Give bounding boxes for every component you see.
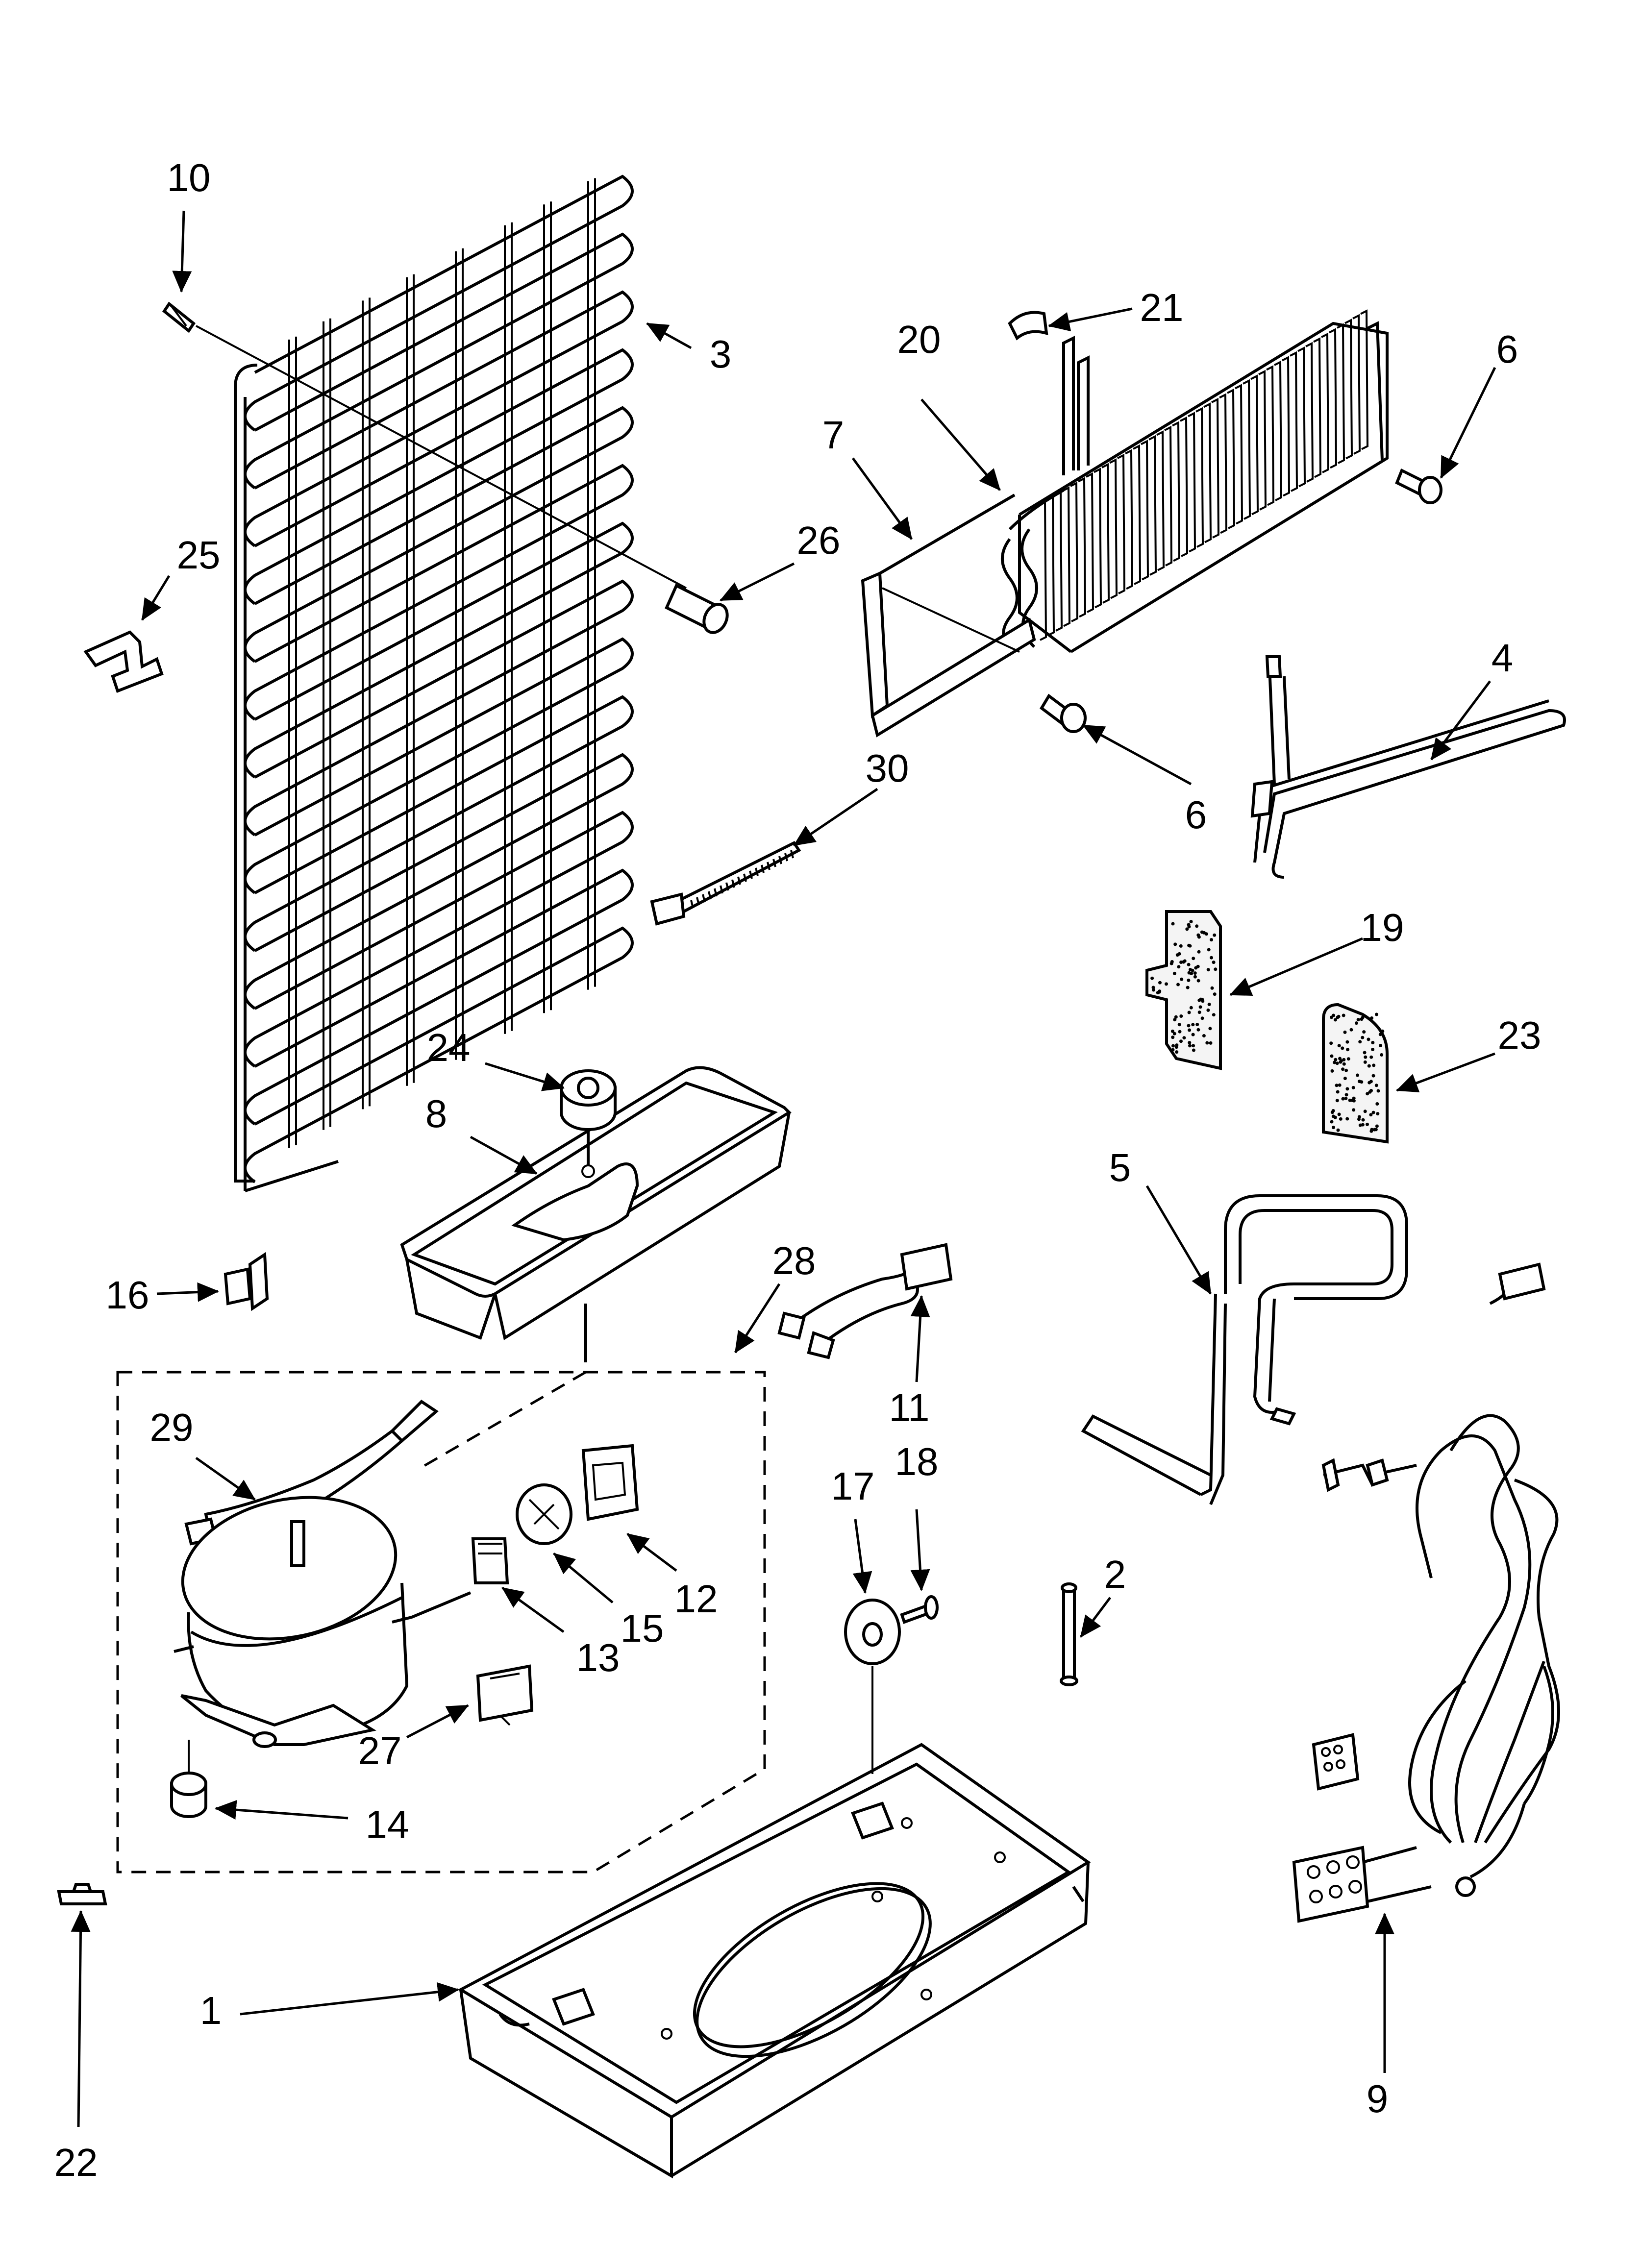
screw-10	[162, 301, 687, 589]
screw-6-lower	[1040, 693, 1087, 733]
callout-6-right: 6	[1496, 327, 1518, 371]
callout-25: 25	[177, 533, 221, 577]
defrost-heater-4	[1250, 655, 1566, 879]
bracket-7	[861, 493, 1036, 738]
callout-4: 4	[1492, 636, 1514, 680]
callout-10: 10	[167, 156, 211, 199]
callout-15: 15	[621, 1606, 664, 1650]
callout-20: 20	[897, 318, 941, 361]
callout-26: 26	[797, 518, 841, 562]
capacitor-27	[476, 1664, 534, 1726]
callout-21: 21	[1140, 286, 1184, 329]
callout-23: 23	[1498, 1013, 1542, 1057]
callout-29: 29	[150, 1405, 194, 1449]
base-pan-1	[457, 1743, 1091, 2179]
clip-21	[1008, 311, 1048, 341]
screw-6-right	[1395, 468, 1442, 504]
relay-13	[471, 1537, 509, 1584]
clip-22	[57, 1883, 107, 1905]
callout-6-lower: 6	[1185, 793, 1207, 837]
callout-13: 13	[576, 1636, 620, 1679]
drain-pan-8	[400, 1066, 792, 1340]
callout-8: 8	[425, 1092, 448, 1135]
callout-24: 24	[427, 1026, 471, 1069]
foam-block-23	[1322, 1003, 1389, 1144]
callout-19: 19	[1361, 906, 1404, 949]
callout-7: 7	[822, 413, 845, 457]
pin-26	[665, 583, 729, 634]
compressor-kit-box	[116, 1353, 766, 1874]
wire-harness-9	[1292, 1262, 1560, 1923]
callout-22: 22	[54, 2141, 98, 2184]
harness-11	[777, 1243, 953, 1359]
bracket-25	[83, 630, 164, 693]
foam-block-19	[1145, 910, 1222, 1070]
callout-9: 9	[1367, 2077, 1389, 2120]
callout-labels: 1 2 3 4 5 6 6 7 8 9 10 11 12 13 14 15 16…	[54, 156, 1542, 2184]
callout-14: 14	[366, 1802, 409, 1846]
cable-tie-30	[650, 841, 801, 926]
tube-5	[1081, 1194, 1408, 1505]
grommet-24	[560, 1069, 617, 1131]
grommet-14	[170, 1740, 207, 1818]
callout-27: 27	[358, 1729, 402, 1773]
callout-28: 28	[772, 1239, 816, 1282]
condenser-coil	[234, 174, 634, 1192]
callout-16: 16	[106, 1273, 149, 1317]
callout-18: 18	[895, 1440, 939, 1483]
pin-2	[1060, 1582, 1078, 1686]
compressor	[174, 1496, 472, 1748]
callout-3: 3	[710, 332, 732, 376]
callout-12: 12	[674, 1577, 718, 1621]
callout-30: 30	[866, 746, 909, 790]
callout-5: 5	[1109, 1146, 1131, 1189]
callout-2: 2	[1104, 1553, 1126, 1596]
leader-arrows	[71, 210, 1496, 2127]
callout-17: 17	[831, 1464, 875, 1508]
overload-15	[516, 1483, 572, 1545]
callout-11: 11	[889, 1386, 929, 1430]
cover-12	[581, 1444, 639, 1521]
axle-18	[900, 1595, 939, 1624]
roller-17	[844, 1599, 901, 1774]
callout-1: 1	[200, 1989, 222, 2032]
clip-16	[224, 1252, 269, 1311]
evaporator	[1001, 309, 1389, 653]
